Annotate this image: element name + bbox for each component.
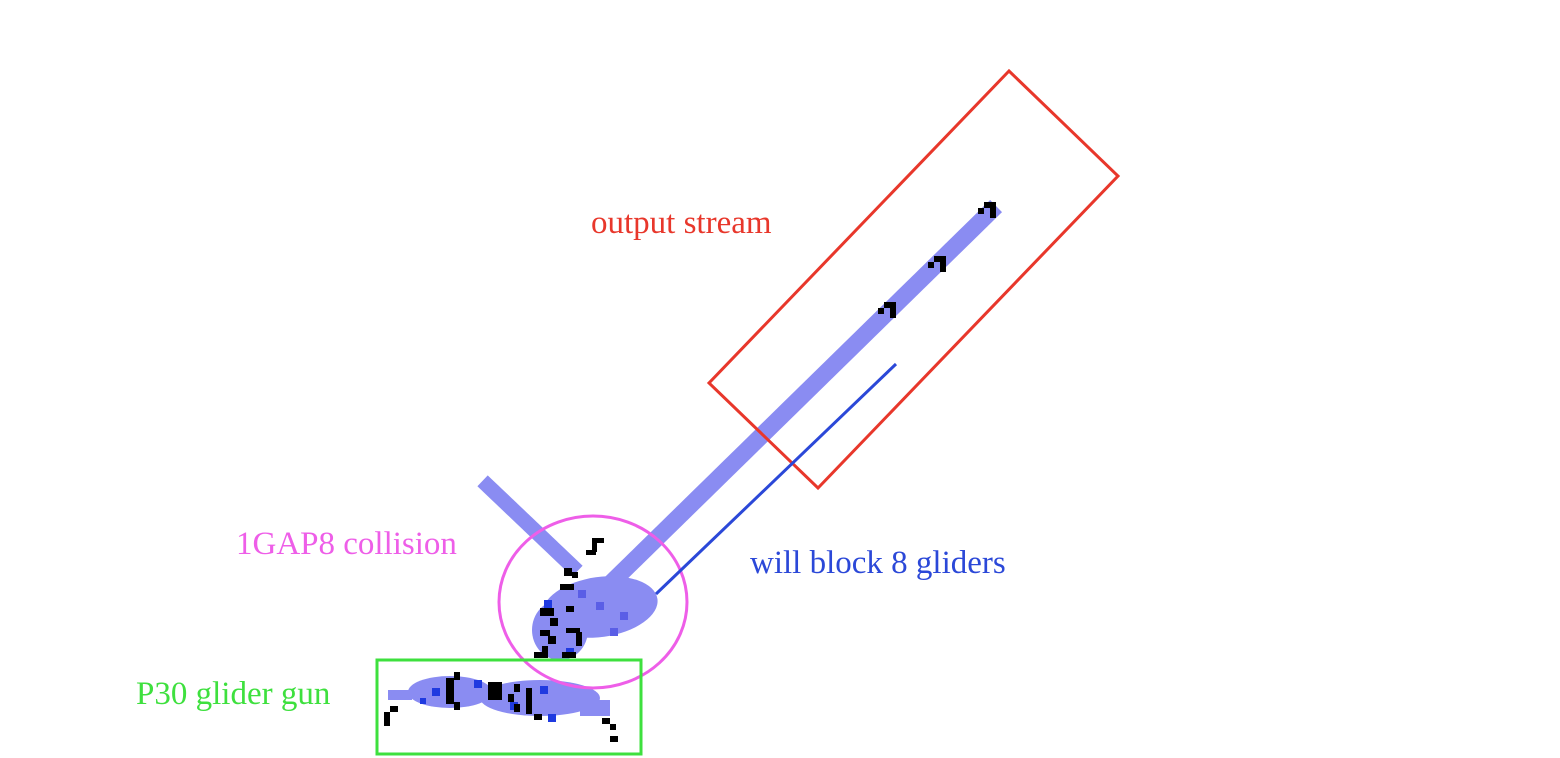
glider-2 [928,256,946,272]
glider-1 [978,202,996,218]
glider-trails [477,199,1003,595]
glider-gun-box [375,658,643,756]
glider-3 [878,302,896,318]
p30-gun-pattern [384,672,618,742]
collision-circle [497,514,689,690]
collision-reaction [532,538,658,660]
output-trail [599,199,1003,595]
output-stream-box [706,68,1121,491]
glider-gun-label: P30 glider gun [136,676,330,712]
block-label: will block 8 gliders [750,545,1006,581]
block-line [654,362,898,596]
incoming-trail [477,475,583,577]
output-stream-label: output stream [591,205,772,241]
collision-label: 1GAP8 collision [236,526,457,562]
output-gliders [878,202,996,318]
